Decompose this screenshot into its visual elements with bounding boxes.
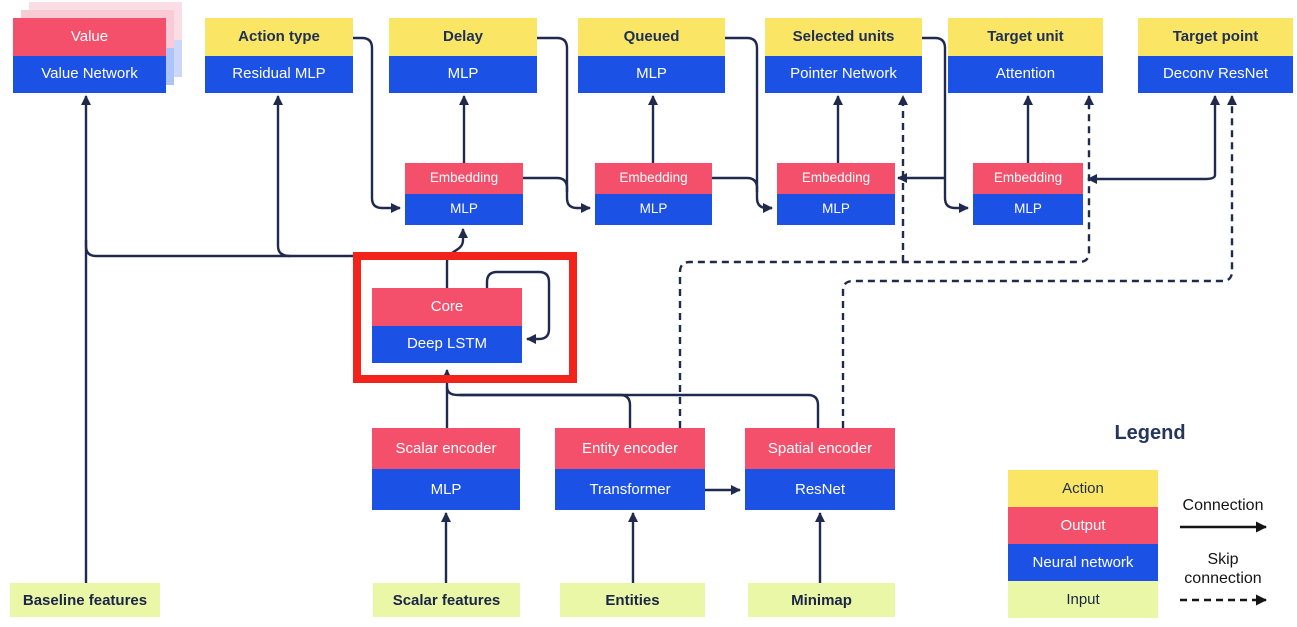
embedding-1: Embedding MLP — [405, 163, 523, 225]
delay-mlp-label: MLP — [389, 55, 537, 93]
head-action-type: Action type Residual MLP — [205, 18, 353, 93]
residual-mlp-label: Residual MLP — [205, 55, 353, 93]
target-unit-label: Target unit — [948, 18, 1103, 56]
embedding-1-mlp-label: MLP — [405, 194, 523, 225]
skip-spatial-to-deconv — [841, 95, 1237, 428]
embedding-2-label: Embedding — [595, 163, 712, 194]
embedding-2: Embedding MLP — [595, 163, 712, 225]
transformer-label: Transformer — [555, 469, 705, 510]
encoder-scalar: Scalar encoder MLP — [372, 428, 520, 510]
connector-embedding2-out — [712, 176, 759, 192]
delay-label: Delay — [389, 18, 537, 56]
embedding-3: Embedding MLP — [777, 163, 895, 225]
head-value-network-label: Value Network — [13, 55, 166, 93]
input-entities: Entities — [560, 583, 705, 617]
connector-spatial-to-bus — [460, 393, 820, 428]
entity-encoder-label: Entity encoder — [555, 428, 705, 469]
action-type-label: Action type — [205, 18, 353, 56]
connector-queued-to-mlp3 — [725, 36, 773, 213]
connector-core-self-loop — [485, 270, 551, 344]
selected-units-label: Selected units — [765, 18, 922, 56]
deconv-resnet-label: Deconv ResNet — [1138, 55, 1293, 93]
head-value-output-label: Value — [13, 18, 166, 56]
core-label: Core — [372, 288, 522, 326]
deep-lstm-label: Deep LSTM — [372, 325, 522, 363]
connector-core-to-residual-mlp — [273, 95, 291, 258]
head-delay: Delay MLP — [389, 18, 537, 93]
embedding-4: Embedding MLP — [973, 163, 1083, 225]
target-point-label: Target point — [1138, 18, 1293, 56]
legend-item-output: Output — [1008, 507, 1158, 544]
encoder-entity: Entity encoder Transformer — [555, 428, 705, 510]
head-queued: Queued MLP — [578, 18, 725, 93]
connector-embedding1-out — [523, 176, 569, 192]
core-block: Core Deep LSTM — [372, 288, 522, 363]
spatial-encoder-label: Spatial encoder — [745, 428, 895, 469]
queued-mlp-label: MLP — [578, 55, 725, 93]
embedding-4-mlp-label: MLP — [973, 194, 1083, 225]
embedding-3-mlp-label: MLP — [777, 194, 895, 225]
connector-delay-to-mlp2 — [537, 36, 591, 213]
connector-selected-to-mlp4 — [922, 36, 969, 213]
embedding-4-label: Embedding — [973, 163, 1083, 194]
scalar-mlp-label: MLP — [372, 469, 520, 510]
legend-skip-connection-label: Skip connection — [1184, 551, 1262, 588]
input-minimap: Minimap — [748, 583, 895, 617]
legend-item-network: Neural network — [1008, 544, 1158, 581]
connector-entity-to-bus — [445, 386, 632, 428]
embedding-2-mlp-label: MLP — [595, 194, 712, 225]
connector-tjunction-to-embedding4 — [1087, 174, 1217, 184]
head-target-point: Target point Deconv ResNet — [1138, 18, 1293, 93]
embedding-1-label: Embedding — [405, 163, 523, 194]
legend-item-action: Action — [1008, 470, 1158, 507]
legend-swatch-stack: Action Output Neural network Input — [1008, 470, 1158, 618]
encoder-spatial: Spatial encoder ResNet — [745, 428, 895, 510]
skip-entity-to-attention — [678, 95, 1094, 428]
connector-core-to-embedding1 — [445, 228, 468, 288]
input-baseline-features: Baseline features — [10, 583, 160, 617]
queued-label: Queued — [578, 18, 725, 56]
head-value: Value Value Network — [13, 18, 166, 93]
highlight-core-annotation — [353, 252, 577, 383]
attention-label: Attention — [948, 55, 1103, 93]
input-scalar-features: Scalar features — [373, 583, 520, 617]
resnet-label: ResNet — [745, 469, 895, 510]
pointer-network-label: Pointer Network — [765, 55, 922, 93]
embedding-3-label: Embedding — [777, 163, 895, 194]
legend-title: Legend — [1114, 422, 1186, 444]
legend-item-input: Input — [1008, 581, 1158, 618]
connector-core-bus-left — [84, 240, 447, 258]
head-target-unit: Target unit Attention — [948, 18, 1103, 93]
scalar-encoder-label: Scalar encoder — [372, 428, 520, 469]
connector-actiontype-to-mlp1 — [353, 36, 401, 213]
head-selected-units: Selected units Pointer Network — [765, 18, 922, 93]
legend-connection-label: Connection — [1182, 497, 1264, 514]
